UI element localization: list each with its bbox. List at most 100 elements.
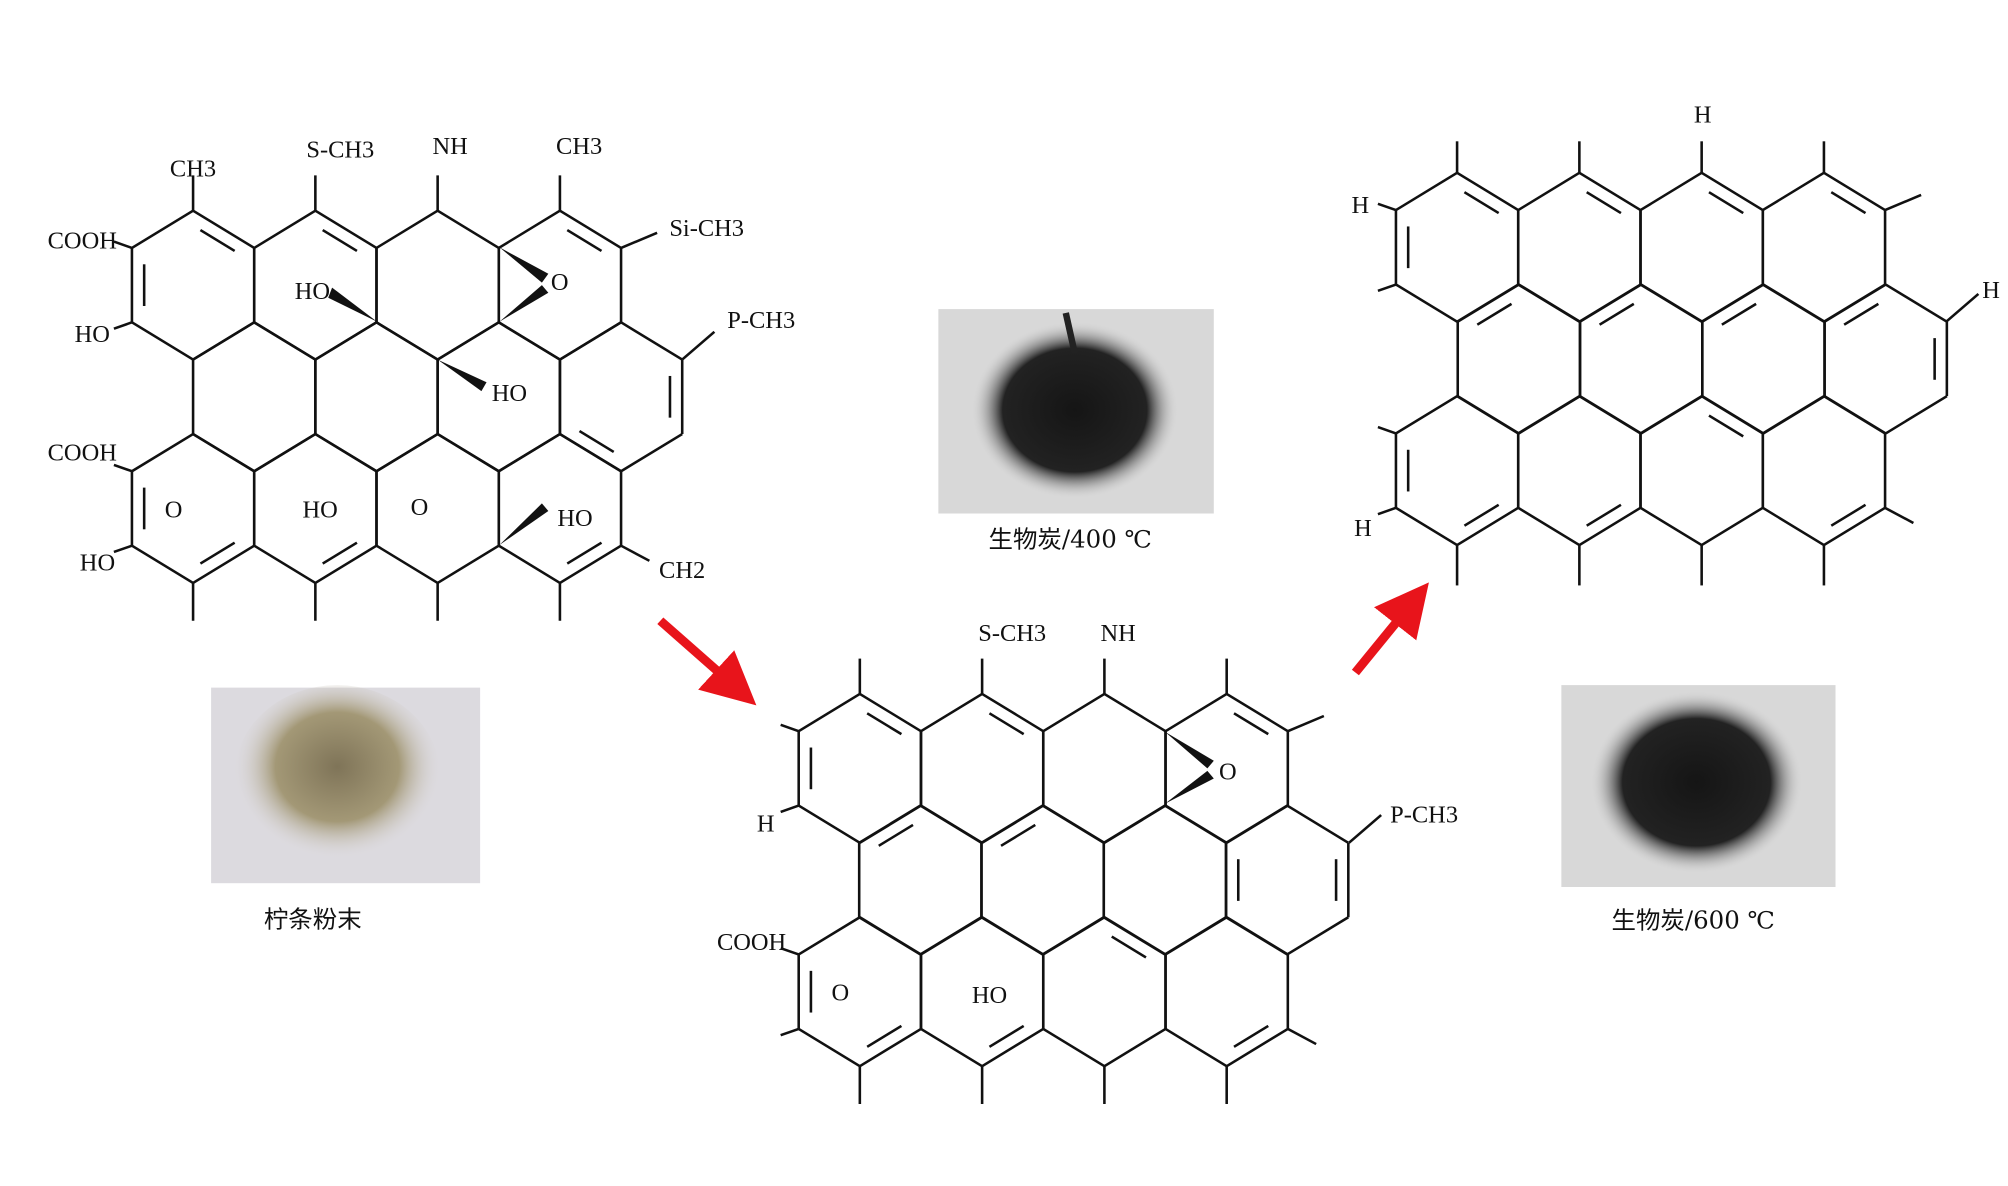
- caption-raw-powder: 柠条粉末: [264, 906, 362, 934]
- bond: [1517, 395, 1581, 435]
- label: CH2: [659, 557, 705, 584]
- stereo-wedges: [328, 247, 1214, 804]
- bond: [1708, 414, 1744, 438]
- bond: [113, 463, 133, 473]
- bond: [798, 1027, 861, 1068]
- bond: [559, 544, 622, 584]
- bond: [780, 723, 800, 733]
- bond: [1164, 1027, 1228, 1068]
- bond: [1823, 395, 1886, 435]
- bond: [1517, 171, 1581, 212]
- bond: [1578, 171, 1642, 212]
- bond: [1042, 1027, 1106, 1068]
- bond: [780, 804, 800, 814]
- bond: [1226, 916, 1289, 956]
- bond: [1377, 202, 1397, 212]
- bond: [1762, 171, 1825, 212]
- label: H: [1352, 192, 1370, 219]
- bond: [1111, 935, 1147, 959]
- bond: [1578, 506, 1642, 547]
- bond: [498, 321, 561, 361]
- bond: [1000, 823, 1036, 847]
- label: COOH: [717, 929, 786, 956]
- bond: [1103, 916, 1167, 956]
- label: H: [1694, 102, 1712, 129]
- label: HO: [557, 505, 592, 532]
- bond-lines: [113, 141, 1980, 1104]
- label: Si-CH3: [669, 215, 744, 242]
- bond: [1348, 814, 1382, 844]
- bond: [1103, 804, 1166, 844]
- label: O: [165, 497, 183, 524]
- bond: [858, 804, 922, 844]
- bond: [192, 544, 255, 584]
- bond: [878, 823, 914, 847]
- bond: [981, 916, 1044, 956]
- label: H: [1982, 277, 2000, 304]
- label: H: [757, 811, 775, 838]
- label: O: [551, 269, 569, 296]
- photo-biochar-400: [938, 309, 1214, 514]
- bond: [1586, 191, 1622, 215]
- bond: [1287, 1027, 1317, 1046]
- bond: [253, 432, 317, 473]
- bond: [253, 209, 317, 249]
- bond: [131, 209, 194, 249]
- bond: [1884, 506, 1915, 525]
- bond: [1823, 171, 1886, 212]
- bond: [498, 209, 561, 249]
- bond: [1639, 395, 1703, 435]
- bond: [566, 541, 603, 565]
- bond: [1103, 1027, 1167, 1068]
- bond: [192, 432, 255, 473]
- bond: [1463, 503, 1500, 527]
- bond: [1639, 171, 1703, 212]
- bond: [1164, 692, 1228, 733]
- bond: [1586, 503, 1622, 527]
- bond: [1456, 506, 1519, 547]
- label: S-CH3: [978, 620, 1046, 647]
- labels-biochar-600-molecule: H H H H: [1352, 102, 2000, 543]
- label: COOH: [48, 440, 117, 467]
- bond: [798, 916, 861, 956]
- bond: [1885, 283, 1948, 323]
- bond: [859, 916, 922, 956]
- bond: [1377, 506, 1397, 516]
- bond: [981, 1027, 1044, 1068]
- bond: [1103, 692, 1167, 733]
- bond: [1456, 395, 1519, 435]
- bond: [1456, 171, 1519, 212]
- bond: [375, 544, 439, 584]
- bond: [681, 330, 716, 361]
- photo-raw-powder: [211, 685, 481, 884]
- bond: [192, 321, 255, 361]
- bond: [1640, 283, 1703, 323]
- bond: [1517, 506, 1581, 547]
- bond: [436, 544, 500, 584]
- bond: [1830, 191, 1867, 215]
- arrow-400-to-600: [1351, 582, 1429, 676]
- bond: [1377, 283, 1397, 293]
- photo-biochar-600: [1561, 685, 1836, 887]
- label: P-CH3: [727, 307, 795, 334]
- bond: [1287, 714, 1325, 733]
- bond: [314, 209, 378, 249]
- bond: [1395, 171, 1458, 212]
- bond: [436, 321, 500, 361]
- caption-biochar-600: 生物炭/600 ℃: [1612, 907, 1775, 935]
- label: HO: [302, 497, 337, 524]
- bond: [498, 544, 561, 584]
- bond: [1233, 1024, 1269, 1048]
- bond: [1042, 692, 1106, 733]
- bond: [131, 432, 194, 473]
- bond: [1395, 395, 1458, 435]
- bond: [920, 692, 983, 733]
- bond: [866, 712, 903, 736]
- label: COOH: [48, 228, 117, 255]
- bond: [375, 209, 439, 249]
- bond: [1762, 506, 1825, 547]
- bond: [113, 544, 133, 554]
- label: HO: [492, 380, 527, 407]
- bond: [314, 432, 378, 473]
